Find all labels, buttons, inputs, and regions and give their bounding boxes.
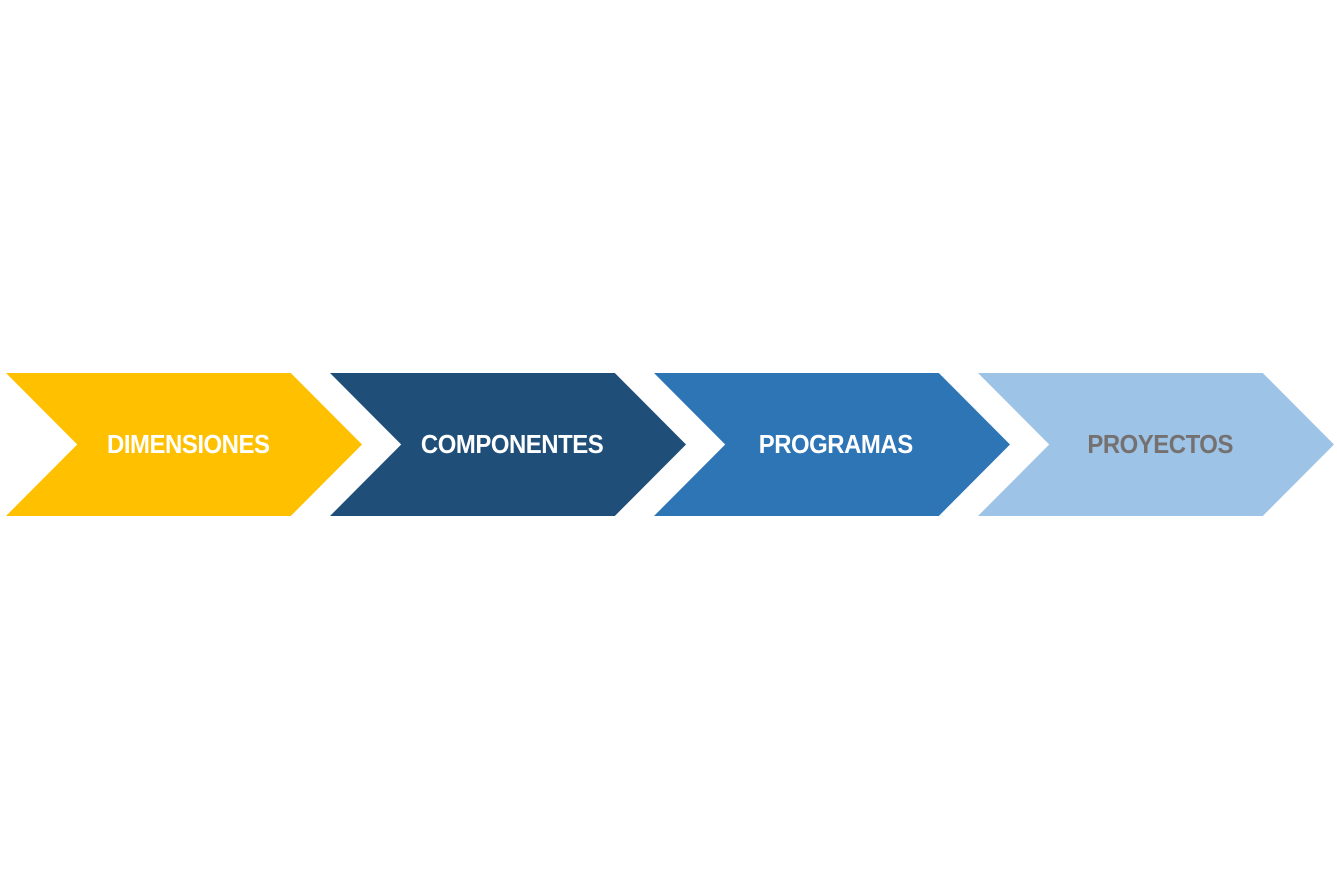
chevron-step-proyectos: PROYECTOS (978, 373, 1334, 516)
step-label-componentes: COMPONENTES (420, 429, 604, 459)
step-label-dimensiones: DIMENSIONES (106, 429, 270, 459)
step-label-proyectos: PROYECTOS (1087, 429, 1233, 459)
chevron-step-programas: PROGRAMAS (654, 373, 1010, 516)
chevron-step-dimensiones: DIMENSIONES (6, 373, 362, 516)
chevron-step-componentes: COMPONENTES (330, 373, 686, 516)
step-label-programas: PROGRAMAS (758, 429, 914, 459)
